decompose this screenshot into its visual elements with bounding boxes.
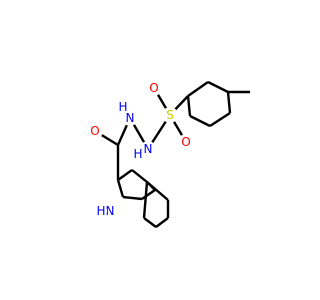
atom-o-sulfonyl-bottom: O [178,134,194,150]
bond-5 [141,189,156,200]
atom-label-h-hydrazide-1: H [118,100,127,114]
bond-7 [146,181,169,201]
bond-25 [186,95,192,117]
molecule-structure: O N H N H S O O N H [87,80,250,228]
bond-11 [142,181,149,219]
bond-3 [116,179,125,198]
atom-n-indole: N H [95,203,118,219]
atom-label-s-sulfonyl: S [166,108,174,122]
atom-n-hydrazide-2: N H [132,141,156,161]
bond-21 [207,80,229,94]
bond-1 [131,169,148,183]
bond-10 [143,217,157,228]
bond-2 [117,169,133,181]
bond-24 [189,114,211,128]
atom-label-o-carbonyl: O [90,124,99,138]
atom-label-o-sulfonyl-bottom: O [181,135,190,149]
bond-20 [187,81,209,97]
atom-s-sulfonyl: S [162,107,178,123]
atom-label-n-indole: N [106,204,115,218]
atom-labels-group: O N H N H S O O N H [87,80,194,219]
atom-label-h-hydrazide-2: H [133,147,142,161]
bond-22 [226,91,232,114]
atom-o-carbonyl: O [87,123,103,139]
bond-4 [122,195,143,201]
atom-o-sulfonyl-top: O [146,80,162,96]
bond-23 [209,111,231,128]
atom-n-hydrazide-1: N H [117,100,138,126]
bond-9 [155,217,169,228]
atom-label-n-hydrazide-2: N [144,142,153,156]
atom-label-h-indole: H [96,204,105,218]
atom-label-o-sulfonyl-top: O [149,81,158,95]
atom-label-n-hydrazide-1: N [126,111,135,125]
